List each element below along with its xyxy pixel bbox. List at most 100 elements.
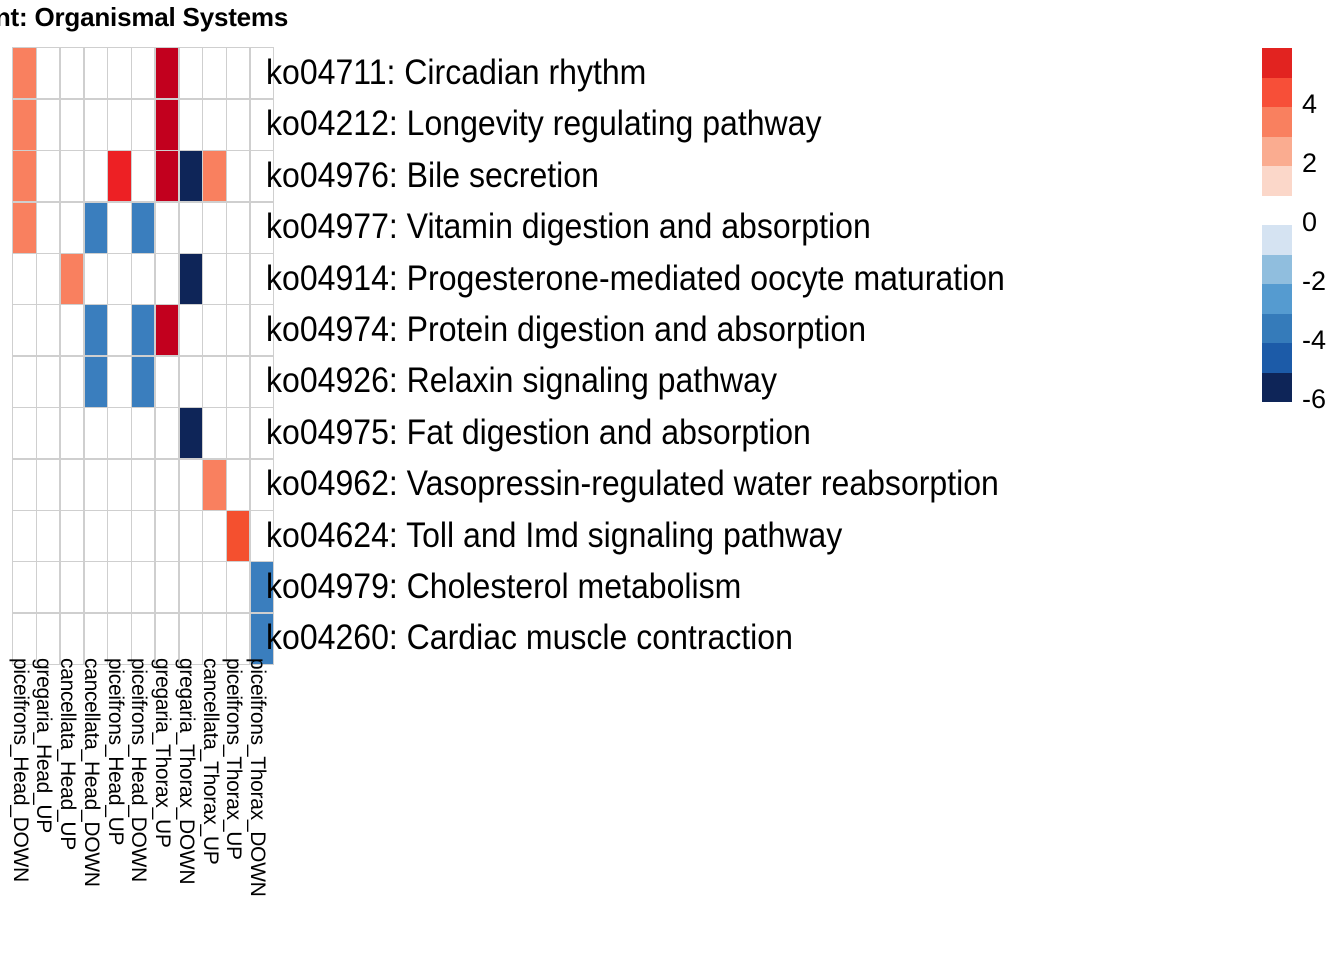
heatmap-cell [155, 48, 179, 99]
heatmap-cell [132, 459, 155, 510]
page-title: hment: Organismal Systems [0, 2, 289, 32]
heatmap-cell [13, 562, 36, 613]
heatmap-cell [84, 613, 107, 664]
heatmap-cell [132, 562, 155, 613]
heatmap-cell [132, 99, 155, 150]
colorbar-tick-label: 0 [1302, 207, 1318, 237]
heatmap-cell [13, 305, 36, 356]
heatmap-cell [108, 202, 131, 253]
heatmap-cell [60, 613, 84, 664]
heatmap-cell [132, 48, 155, 99]
colorbar-swatch [1262, 195, 1292, 225]
heatmap-column-label: piceifrons_Head_UP [103, 658, 127, 846]
heatmap-cell [250, 305, 274, 356]
heatmap-cell [250, 253, 274, 304]
heatmap-cell [179, 99, 202, 150]
heatmap-cell [132, 305, 155, 356]
heatmap-row-label: ko04926: Relaxin signaling pathway [266, 361, 777, 401]
heatmap-cell [84, 99, 107, 150]
heatmap-column-label: piceifrons_Head_DOWN [127, 658, 151, 882]
heatmap-cell [155, 459, 179, 510]
heatmap-column-label: gregaria_Thorax_DOWN [174, 658, 198, 885]
heatmap-cell [37, 613, 60, 664]
heatmap-cell [60, 305, 84, 356]
colorbar-swatch [1262, 136, 1292, 166]
heatmap-cell [179, 202, 202, 253]
heatmap-cell [227, 253, 250, 304]
colorbar-swatch [1262, 166, 1292, 196]
heatmap-cell [84, 356, 107, 407]
heatmap-row-label: ko04975: Fat digestion and absorption [266, 412, 811, 452]
colorbar-swatch [1262, 77, 1292, 107]
heatmap-column-label: piceifrons_Thorax_UP [222, 658, 246, 860]
heatmap-column-label: gregaria_Thorax_UP [151, 658, 174, 848]
heatmap-cell [203, 510, 226, 561]
heatmap-cell [227, 613, 250, 664]
heatmap-cell [84, 151, 107, 202]
heatmap-cell [250, 151, 274, 202]
heatmap-cell [108, 99, 131, 150]
heatmap-cell [250, 459, 274, 510]
heatmap-cell [179, 305, 202, 356]
colorbar-swatch [1262, 225, 1292, 255]
heatmap-cell [227, 305, 250, 356]
heatmap-row-label: ko04624: Toll and Imd signaling pathway [266, 515, 843, 555]
heatmap-row-label: ko04976: Bile secretion [266, 155, 599, 195]
heatmap-cell [203, 48, 226, 99]
heatmap-cell [108, 356, 131, 407]
heatmap-cell [250, 48, 274, 99]
heatmap-cell [37, 459, 60, 510]
colorbar-swatch [1262, 48, 1292, 78]
heatmap-cell [155, 305, 179, 356]
heatmap-cell [250, 562, 274, 613]
colorbar-swatch [1262, 284, 1292, 314]
heatmap-cell [179, 48, 202, 99]
heatmap-cell [179, 253, 202, 304]
heatmap-cell [179, 562, 202, 613]
heatmap-column-label: gregaria_Head_UP [32, 658, 56, 833]
heatmap-cell [84, 562, 107, 613]
heatmap-cell [13, 253, 36, 304]
heatmap-cell [60, 253, 84, 304]
colorbar-swatch [1262, 313, 1292, 343]
heatmap-cell [37, 305, 60, 356]
heatmap-cell [132, 510, 155, 561]
heatmap-cell [203, 613, 226, 664]
heatmap-cell [37, 99, 60, 150]
heatmap-cell [227, 99, 250, 150]
heatmap-row-label: ko04260: Cardiac muscle contraction [266, 618, 793, 658]
heatmap-cell [203, 151, 226, 202]
heatmap-cell [13, 99, 36, 150]
heatmap-cell [155, 510, 179, 561]
heatmap-cell [179, 613, 202, 664]
heatmap-cell [37, 510, 60, 561]
heatmap-cell [108, 613, 131, 664]
colorbar-tick-label: -2 [1302, 266, 1327, 296]
heatmap-cell [155, 253, 179, 304]
colorbar-tick-label: -6 [1302, 384, 1327, 414]
heatmap-cell [250, 356, 274, 407]
heatmap-cell [179, 459, 202, 510]
heatmap-cell [203, 305, 226, 356]
heatmap-cell [84, 48, 107, 99]
heatmap-cell [132, 253, 155, 304]
heatmap-cell [203, 253, 226, 304]
heatmap-cell [37, 151, 60, 202]
heatmap-cell [250, 99, 274, 150]
heatmap-cell [37, 356, 60, 407]
heatmap-grid [12, 47, 275, 666]
heatmap-row-label: ko04914: Progesterone-mediated oocyte ma… [266, 258, 1005, 298]
heatmap-cell [13, 459, 36, 510]
heatmap-cell [203, 356, 226, 407]
heatmap-cell [13, 613, 36, 664]
heatmap-column-label: cancellata_Head_DOWN [79, 658, 103, 887]
heatmap-cell [60, 99, 84, 150]
heatmap-cell [108, 48, 131, 99]
heatmap-cell [60, 408, 84, 459]
heatmap-cell [227, 151, 250, 202]
heatmap-cell [155, 408, 179, 459]
heatmap-cell [60, 151, 84, 202]
heatmap-cell [155, 613, 179, 664]
colorbar-swatch [1262, 343, 1292, 373]
